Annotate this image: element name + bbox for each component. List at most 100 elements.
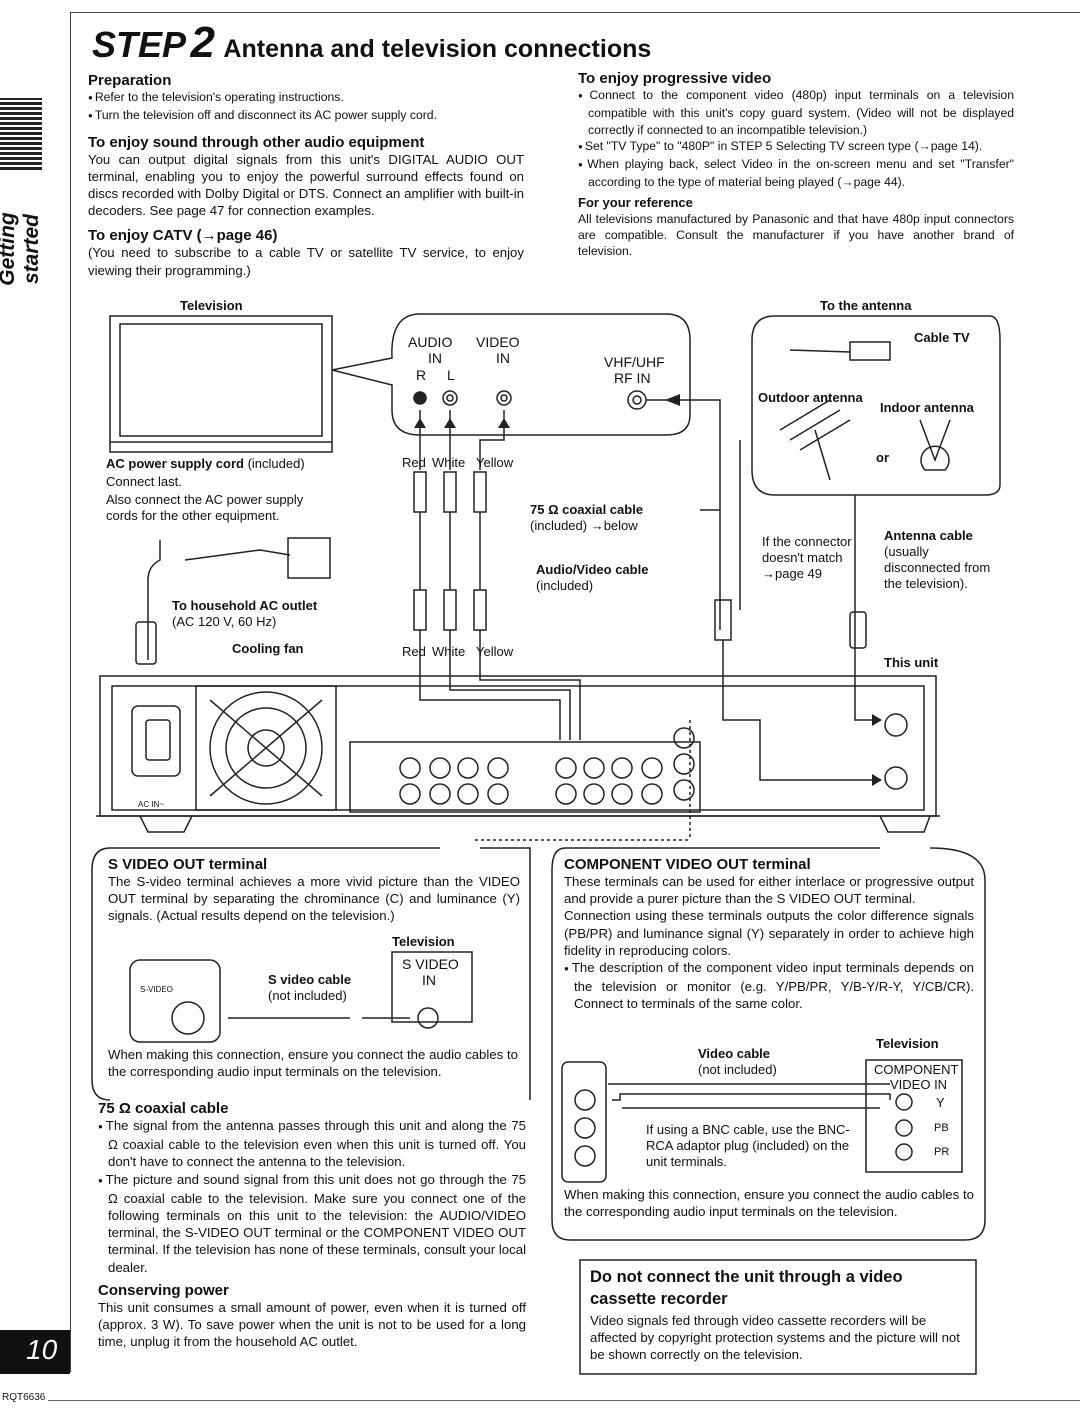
title-text: Antenna and television connections xyxy=(223,35,652,63)
header-rule xyxy=(70,12,1080,13)
connector-note: If the connector doesn't match →page 49 xyxy=(762,534,852,581)
preparation-list: Refer to the television's operating inst… xyxy=(88,89,524,126)
svideo-section: S VIDEO OUT terminal The S-video termina… xyxy=(108,856,520,925)
svideo-text2: When making this connection, ensure you … xyxy=(108,1047,518,1080)
vhf-uhf-label: VHF/UHF xyxy=(604,354,665,370)
ac-cord xyxy=(147,540,161,660)
warning-box xyxy=(579,1259,977,1375)
antenna-cable-label: Antenna cable (usually disconnected from… xyxy=(884,528,994,592)
ac-cord-label: AC power supply cord (included) xyxy=(106,456,336,472)
l-label: L xyxy=(447,367,455,383)
svideo-cable-label: S video cable (not included) xyxy=(268,972,388,1004)
bnc-note: If using a BNC cable, use the BNC-RCA ad… xyxy=(646,1122,850,1169)
audio-label: AUDIO xyxy=(408,334,453,350)
pr-label: PR xyxy=(934,1146,950,1158)
warning-text: Video signals fed through video cassette… xyxy=(590,1313,960,1363)
component-text3: When making this connection, ensure you … xyxy=(564,1187,974,1220)
coax-rest: (included) →below xyxy=(530,518,638,533)
outdoor-antenna-label: Outdoor antenna xyxy=(758,390,863,405)
video-cable-bold: Video cable xyxy=(698,1046,771,1061)
pb-label: PB xyxy=(934,1122,949,1134)
cable-tv-label: Cable TV xyxy=(914,330,970,345)
warning-heading: Do not connect the unit through a video … xyxy=(590,1268,903,1308)
component-video-in-label: VIDEO IN xyxy=(890,1077,948,1092)
list-item: When playing back, select Video in the o… xyxy=(578,156,1014,191)
component-text2: Connection using these terminals outputs… xyxy=(564,908,974,958)
y-label: Y xyxy=(936,1095,945,1110)
rf-in-label: RF IN xyxy=(614,370,651,386)
household-bold: To household AC outlet xyxy=(172,598,318,613)
conserving-text: This unit consumes a small amount of pow… xyxy=(98,1299,526,1350)
component-section: COMPONENT VIDEO OUT terminal These termi… xyxy=(564,856,974,1013)
ac-cord-rest: (included) xyxy=(243,456,305,471)
svideo-in-label: IN xyxy=(422,972,436,988)
list-item: The picture and sound signal from this u… xyxy=(98,1171,526,1276)
conserving-heading: Conserving power xyxy=(98,1281,229,1299)
red-label-bottom: Red xyxy=(402,644,426,659)
antenna-callout xyxy=(751,315,1001,496)
antenna-cable-rest: (usually disconnected from the televisio… xyxy=(884,544,991,591)
coax-heading: 75 Ω coaxial cable xyxy=(98,1100,229,1117)
ac-in-label: AC IN~ xyxy=(138,800,165,809)
coax-section: 75 Ω coaxial cable The signal from the a… xyxy=(98,1100,526,1350)
av-cable-bold: Audio/Video cable xyxy=(536,562,649,577)
doc-code: RQT6636 xyxy=(2,1392,46,1403)
page-number-box: 10 xyxy=(0,1330,70,1374)
component-text1: These terminals can be used for either i… xyxy=(564,874,974,907)
list-item: Set "TV Type" to "480P" in STEP 5 Select… xyxy=(578,138,1014,156)
list-item: Refer to the television's operating inst… xyxy=(88,89,524,107)
coax-bold: 75 Ω coaxial cable xyxy=(530,502,644,517)
page-number: 10 xyxy=(26,1334,58,1365)
white-label-top: White xyxy=(432,455,466,470)
video-label: VIDEO xyxy=(476,334,520,350)
also-connect-label: Also connect the AC power supply cords f… xyxy=(106,492,304,523)
catv-text: (You need to subscribe to a cable TV or … xyxy=(88,245,524,278)
household-rest: (AC 120 V, 60 Hz) xyxy=(172,614,277,629)
white-label-bottom: White xyxy=(432,644,466,659)
yellow-label-top: Yellow xyxy=(476,455,514,470)
svideo-cable-bold: S video cable xyxy=(268,972,352,987)
coax-list: The signal from the antenna passes throu… xyxy=(98,1117,526,1276)
connect-last-label: Connect last. xyxy=(106,474,182,489)
television-graphic xyxy=(109,315,333,453)
svideo-tv-label: Television xyxy=(392,934,455,949)
left-column: Preparation Refer to the television's op… xyxy=(88,72,524,279)
cooling-fan xyxy=(195,685,337,811)
indoor-antenna-label: Indoor antenna xyxy=(880,400,974,415)
component-panel-border xyxy=(551,847,986,1241)
svideo-text1: The S-video terminal achieves a more viv… xyxy=(108,874,520,924)
av-cable-label: Audio/Video cable (included) xyxy=(536,562,696,594)
preparation-heading: Preparation xyxy=(88,72,172,89)
video-cable-rest: (not included) xyxy=(698,1062,777,1077)
yellow-label-bottom: Yellow xyxy=(476,644,514,659)
reference-text: All televisions manufactured by Panasoni… xyxy=(578,211,1014,259)
list-item: The description of the component video i… xyxy=(564,959,974,1013)
svideo-heading: S VIDEO OUT terminal xyxy=(108,856,268,873)
progressive-list: Connect to the component video (480p) in… xyxy=(578,87,1014,191)
television-label: Television xyxy=(180,298,243,313)
terminal-block xyxy=(349,741,701,813)
svideo-cable-rest: (not included) xyxy=(268,988,347,1003)
warning-section: Do not connect the unit through a video … xyxy=(590,1266,968,1364)
svideo-panel-border xyxy=(91,847,531,1101)
step-number: 2 xyxy=(190,18,215,67)
component-heading: COMPONENT VIDEO OUT terminal xyxy=(564,856,811,873)
svideo-small-label: S-VIDEO xyxy=(140,985,173,994)
household-label: To household AC outlet (AC 120 V, 60 Hz) xyxy=(172,598,372,630)
page-title: STEP 2 Antenna and television connection… xyxy=(92,18,651,68)
or-label: or xyxy=(876,450,889,465)
audio-in-label: IN xyxy=(428,350,442,366)
ac-cord-bold: AC power supply cord xyxy=(106,456,244,471)
tv-terminal-callout xyxy=(331,313,691,436)
left-rule xyxy=(70,12,71,1372)
list-item: Turn the television off and disconnect i… xyxy=(88,107,524,125)
step-word: STEP xyxy=(92,24,187,65)
coax-label: 75 Ω coaxial cable (included) →below xyxy=(530,502,700,534)
reference-heading: For your reference xyxy=(578,194,693,210)
progressive-heading: To enjoy progressive video xyxy=(578,70,772,87)
video-cable-label: Video cable (not included) xyxy=(698,1046,818,1078)
component-port-label: COMPONENT xyxy=(874,1062,959,1077)
red-label-top: Red xyxy=(402,455,426,470)
footer-rule xyxy=(48,1400,1080,1401)
